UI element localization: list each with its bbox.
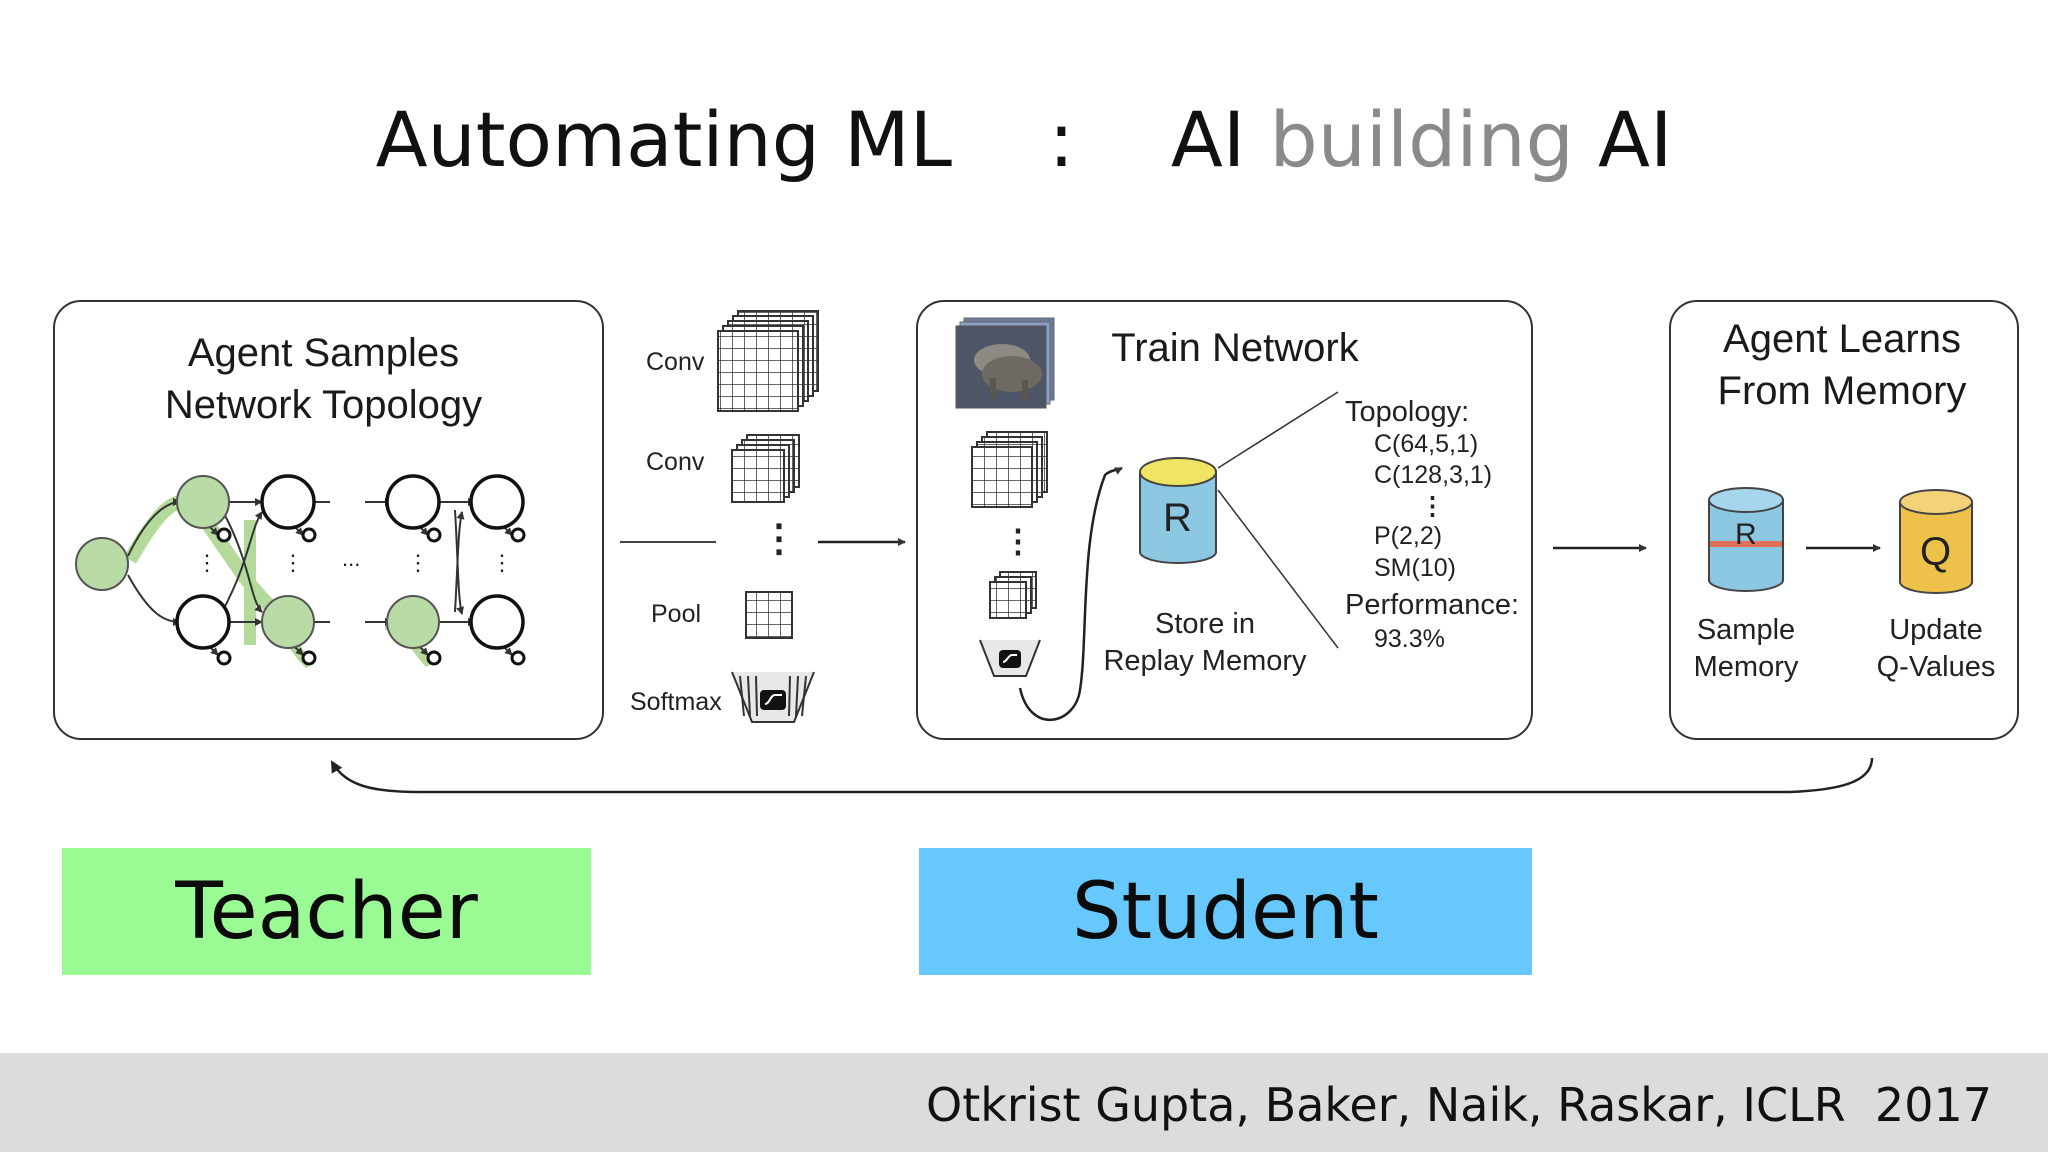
train-network-title: Train Network <box>1111 326 1359 370</box>
topology-label: Topology: <box>1345 396 1470 428</box>
layer-conv2-icon <box>731 434 800 503</box>
teacher-box: Teacher <box>62 848 591 975</box>
topology-graph <box>75 474 526 669</box>
performance-label: Performance: <box>1345 589 1520 621</box>
topology-vdots-1: ⋮ <box>196 550 218 575</box>
sample-memory-db-icon <box>1708 487 1784 592</box>
image-stack-icon <box>955 317 1055 409</box>
agent-samples-title: Agent Samples Network Topology <box>164 331 483 427</box>
store-in-replay-label: Store in Replay Memory <box>1103 608 1307 677</box>
network-stack-icon <box>971 431 1048 677</box>
update-q-values-label: Update Q-Values <box>1876 614 1996 683</box>
layer-softmax-icon <box>731 671 815 723</box>
topology-hdots: ... <box>342 546 361 571</box>
q-values-db-icon <box>1899 489 1973 594</box>
sample-memory-label: Sample Memory <box>1693 614 1799 683</box>
feedback-arrow <box>330 757 1874 794</box>
student-box: Student <box>919 848 1532 975</box>
student-layer-vdots: ⋮ <box>1002 523 1034 559</box>
layer-vdots: ⋮ <box>760 518 798 560</box>
topology-item: C(128,3,1) <box>1374 461 1493 489</box>
agent-learns-title: Agent Learns From Memory <box>1717 317 1967 413</box>
citation: Otkrist Gupta, Baker, Naik, Raskar, ICLR… <box>926 1078 1992 1132</box>
topology-item: C(64,5,1) <box>1374 430 1479 458</box>
title-building: building <box>1269 95 1574 184</box>
store-arrow <box>1018 466 1123 721</box>
footer-bar <box>0 1053 2048 1152</box>
layer-pool-label: Pool <box>651 600 702 628</box>
title-ai: AI <box>1573 95 1673 184</box>
layer-conv1-label: Conv <box>646 348 705 376</box>
slide-title: Automating ML : AI building AI <box>0 95 2048 184</box>
topology-vdots-3: ⋮ <box>407 550 429 575</box>
sample-db-label: R <box>1735 518 1757 551</box>
layer-pool-icon <box>745 591 793 639</box>
topology-item: P(2,2) <box>1374 522 1443 550</box>
replay-db-label: R <box>1163 496 1192 540</box>
replay-memory-db-icon <box>1139 457 1217 564</box>
topology-item: ⋮ <box>1420 492 1445 520</box>
topology-vdots-4: ⋮ <box>491 550 513 575</box>
topology-item: SM(10) <box>1374 554 1456 582</box>
title-text: Automating ML : AI <box>375 95 1270 184</box>
layer-conv1-icon <box>717 310 819 412</box>
performance-value: 93.3% <box>1374 625 1445 653</box>
topology-vdots-2: ⋮ <box>282 550 304 575</box>
q-db-label: Q <box>1920 530 1952 574</box>
layer-conv2-label: Conv <box>646 448 705 476</box>
layer-softmax-label: Softmax <box>630 688 722 716</box>
